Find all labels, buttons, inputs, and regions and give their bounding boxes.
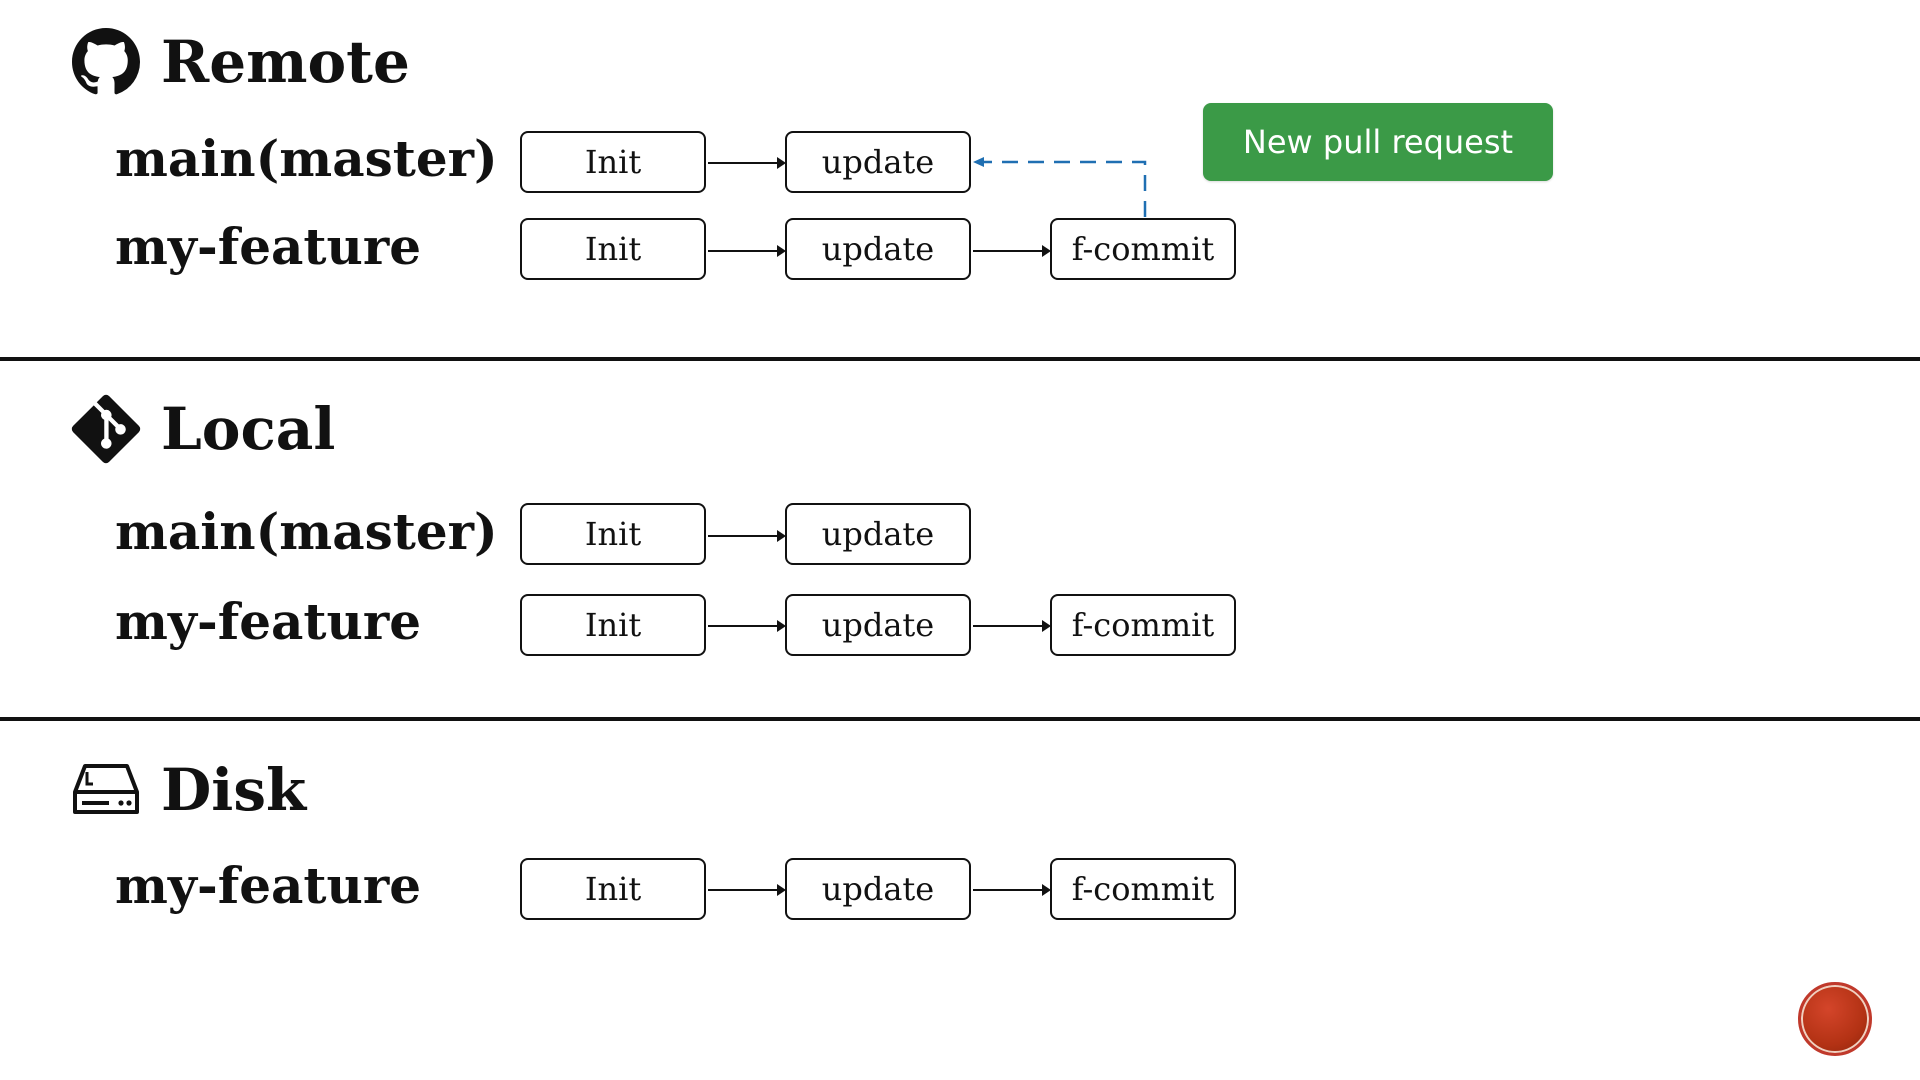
section-title-text: Local — [161, 395, 336, 463]
commit-node: update — [785, 131, 971, 193]
commit-node: f-commit — [1050, 858, 1236, 920]
commit-arrow — [708, 884, 786, 896]
commit-arrow — [708, 157, 786, 169]
slide-nav-button[interactable] — [1798, 982, 1872, 1056]
commit-node: Init — [520, 594, 706, 656]
section-divider — [0, 357, 1920, 361]
branch-label-my-feature: my-feature — [115, 856, 422, 915]
new-pull-request-button[interactable]: New pull request — [1203, 103, 1553, 181]
section-title-local: Local — [71, 394, 335, 464]
git-icon — [71, 394, 141, 464]
commit-arrow — [973, 884, 1051, 896]
commit-node: update — [785, 218, 971, 280]
commit-arrow — [708, 620, 786, 632]
github-icon — [71, 27, 141, 97]
section-title-remote: Remote — [71, 27, 410, 97]
branch-label-main: main(master) — [115, 502, 498, 561]
commit-node: Init — [520, 503, 706, 565]
commit-arrow — [708, 245, 786, 257]
commit-arrow — [973, 245, 1051, 257]
commit-node: Init — [520, 858, 706, 920]
branch-label-my-feature: my-feature — [115, 217, 422, 276]
commit-node: f-commit — [1050, 594, 1236, 656]
commit-node: update — [785, 503, 971, 565]
commit-node: Init — [520, 218, 706, 280]
section-divider — [0, 717, 1920, 721]
commit-node: update — [785, 858, 971, 920]
branch-label-my-feature: my-feature — [115, 592, 422, 651]
commit-node: Init — [520, 131, 706, 193]
branch-label-main: main(master) — [115, 129, 498, 188]
commit-node: f-commit — [1050, 218, 1236, 280]
section-title-text: Disk — [161, 756, 307, 824]
section-title-disk: Disk — [71, 755, 306, 825]
commit-arrow — [708, 530, 786, 542]
section-title-text: Remote — [161, 28, 410, 96]
commit-arrow — [973, 620, 1051, 632]
commit-node: update — [785, 594, 971, 656]
hard-drive-icon — [71, 755, 141, 825]
